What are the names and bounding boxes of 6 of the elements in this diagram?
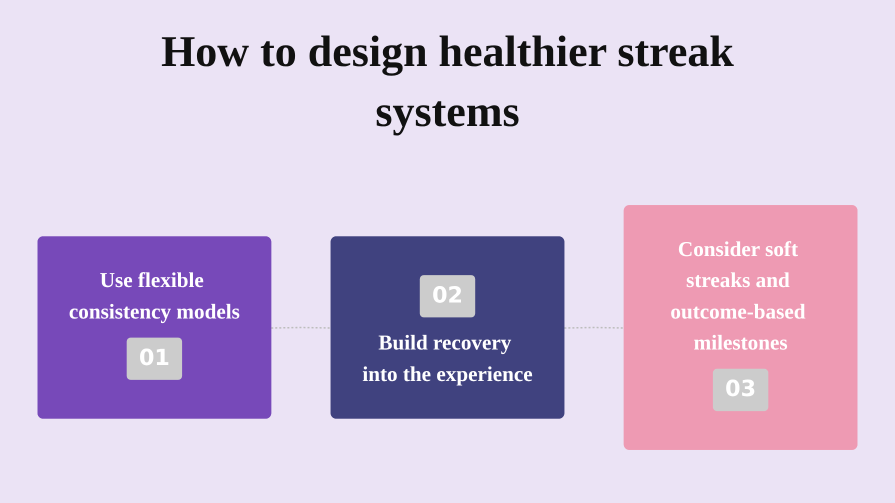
step-text: Build recovery into the experience bbox=[362, 330, 533, 386]
dotted-connector bbox=[564, 326, 625, 329]
dotted-connector bbox=[271, 326, 332, 329]
diagram-title: How to design healthier streak systems bbox=[160, 26, 735, 138]
step-text: Consider soft streaks and outcome-based milestones bbox=[670, 236, 807, 355]
step-text: Use flexible consistency models bbox=[68, 268, 240, 324]
